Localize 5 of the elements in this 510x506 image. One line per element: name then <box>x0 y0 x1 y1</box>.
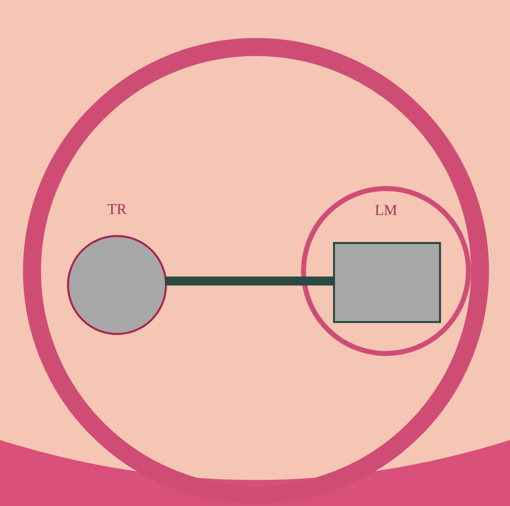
connector-line <box>165 276 334 286</box>
circle-node <box>23 38 489 504</box>
box-node <box>333 242 441 323</box>
node-label: LM <box>374 202 398 221</box>
node-label: TR <box>106 201 128 220</box>
